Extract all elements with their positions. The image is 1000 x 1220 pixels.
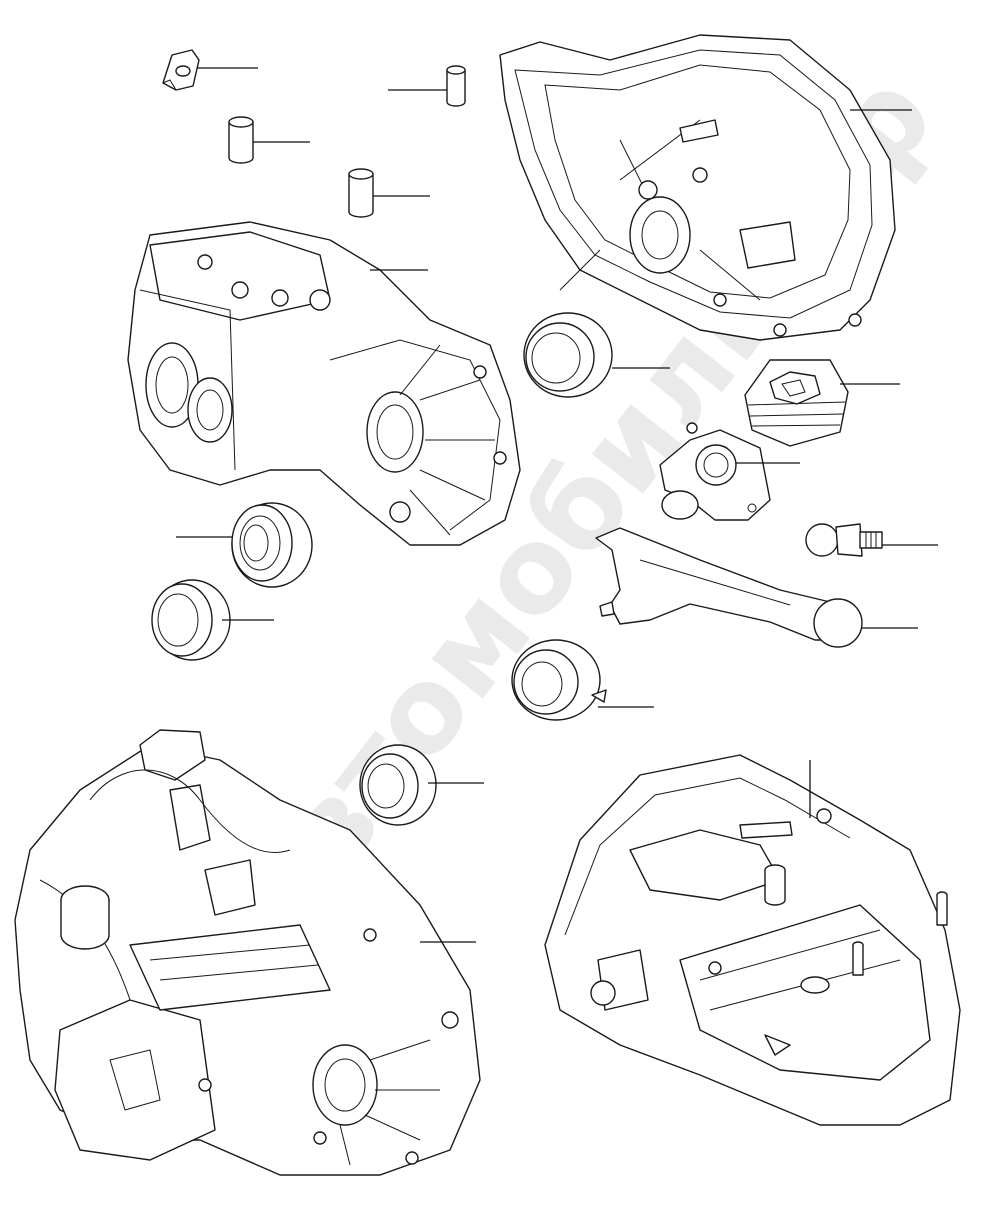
bearing-left [231,502,313,588]
oil-seal-left [151,579,231,661]
dowel-pin-left [228,116,254,164]
clutch-housing [499,34,896,341]
dowel-pin-top [446,65,466,107]
oil-seal-small [359,744,437,826]
ball-stud [805,523,883,557]
release-fork [595,527,863,648]
dowel-pin-mid [348,168,374,218]
bracket-clip [162,49,200,91]
rubber-boot [744,359,849,447]
guide-tube-flange [659,422,771,521]
gearbox-assembly-front [14,729,481,1176]
oil-seal-center [523,312,613,398]
gearbox-assembly-rear [544,754,961,1126]
release-bearing [511,639,607,721]
gearbox-case [127,221,521,546]
